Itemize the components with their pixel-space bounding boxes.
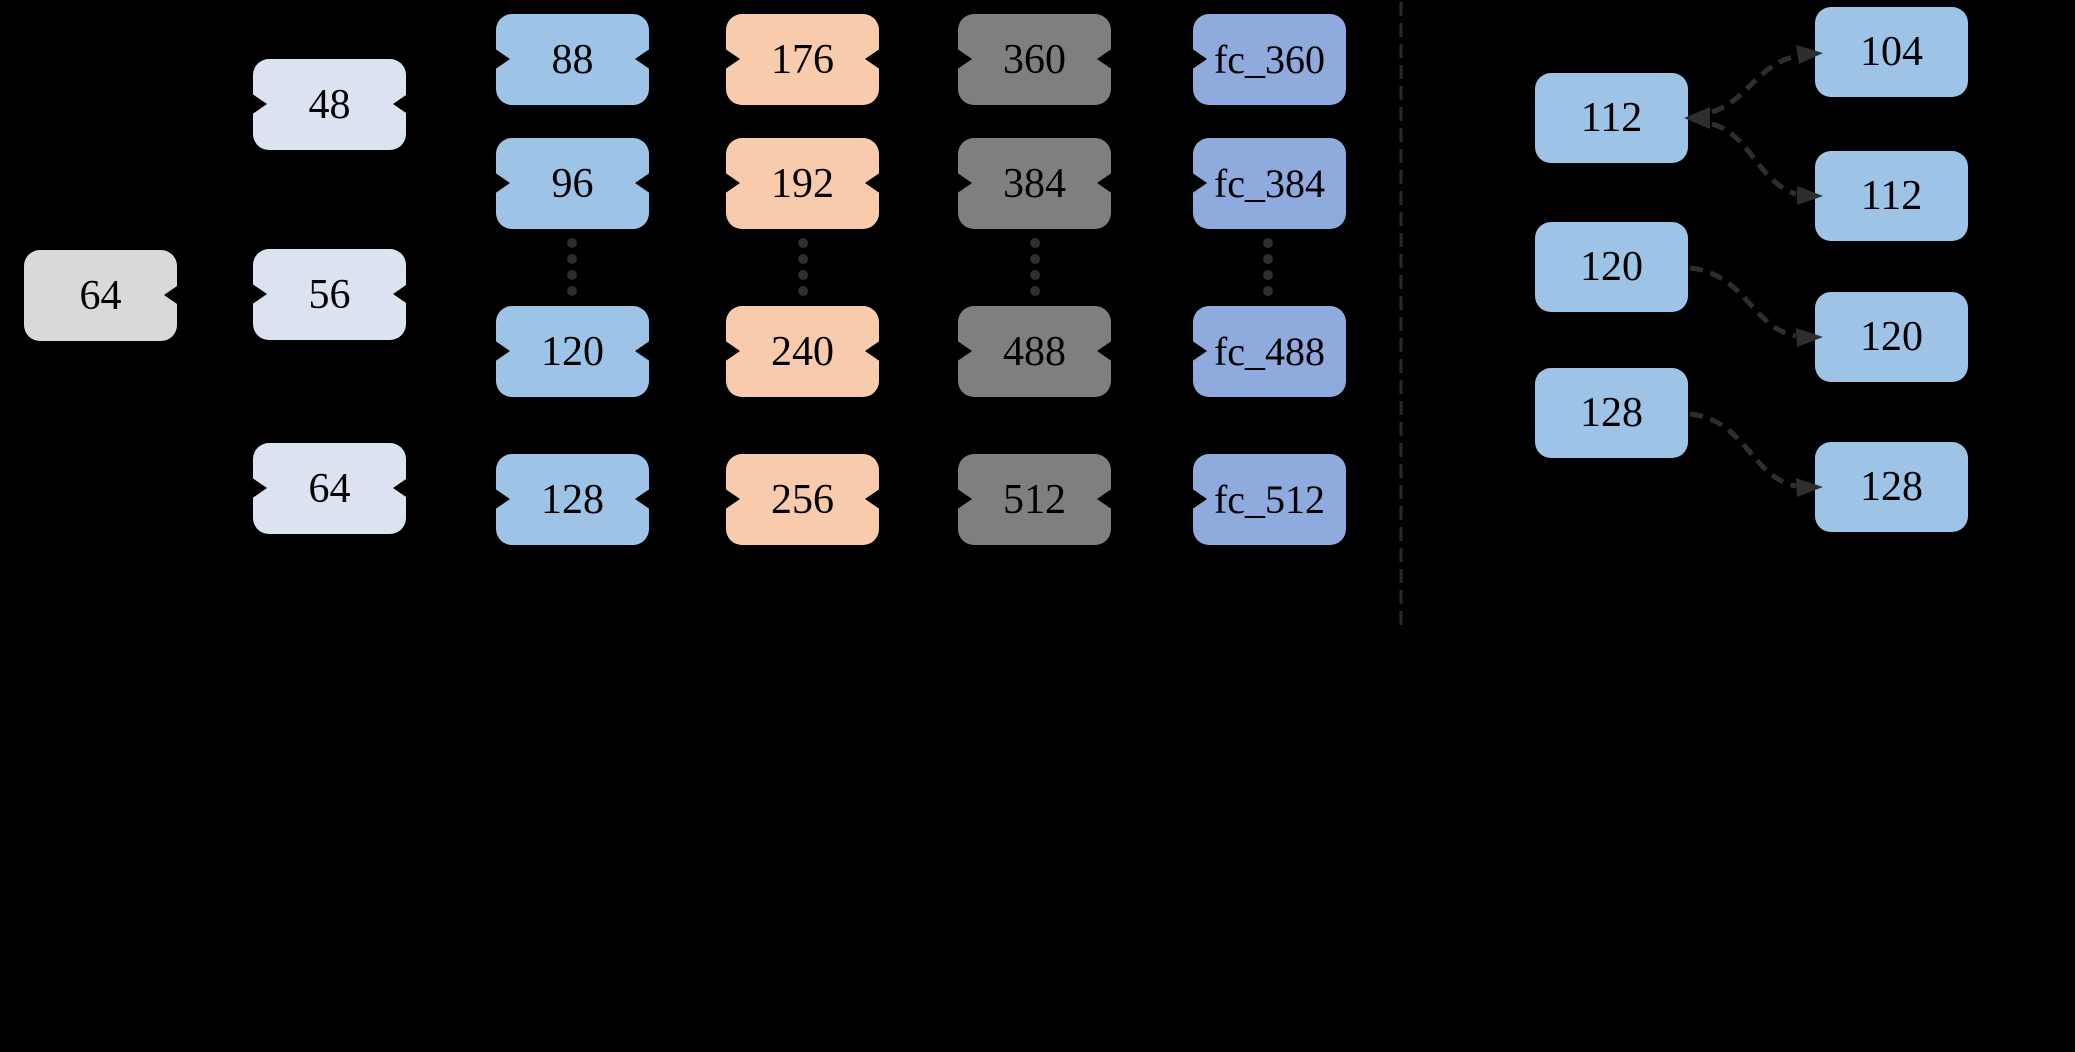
mapping-arrowheads (1684, 45, 1823, 497)
stage-width-choice-box: 120 (496, 306, 649, 397)
mapping-arrow (1711, 121, 1797, 197)
stage-width-choice-box: 96 (496, 138, 649, 229)
mapping-arrow (1711, 53, 1797, 115)
mapping-arrow (1689, 265, 1797, 339)
stem-choice-box: 48 (253, 59, 406, 150)
source-width-box: 128 (1535, 368, 1688, 458)
head-width-choice-box: 488 (958, 306, 1111, 397)
stage-width-choice-box: 88 (496, 14, 649, 105)
ellipsis-dots (567, 238, 1273, 296)
mapping-arrow (1689, 411, 1797, 489)
fc-choice-box: fc_488 (1193, 306, 1346, 397)
input-channel-box: 64 (24, 250, 177, 341)
expanded-width-choice-box: 240 (726, 306, 879, 397)
head-width-choice-box: 384 (958, 138, 1111, 229)
expanded-width-choice-box: 256 (726, 454, 879, 545)
fc-choice-box: fc_360 (1193, 14, 1346, 105)
stem-choice-box: 64 (253, 443, 406, 534)
source-width-box: 112 (1535, 73, 1688, 163)
ellipsis-dots (798, 238, 808, 296)
ellipsis-dots (1263, 238, 1273, 296)
refined-width-box: 112 (1815, 151, 1968, 241)
fc-choice-box: fc_384 (1193, 138, 1346, 229)
expanded-width-choice-box: 192 (726, 138, 879, 229)
head-width-choice-box: 512 (958, 454, 1111, 545)
ellipsis-dots (567, 238, 577, 296)
stem-choice-box: 56 (253, 249, 406, 340)
refined-width-box: 120 (1815, 292, 1968, 382)
head-width-choice-box: 360 (958, 14, 1111, 105)
refined-width-box: 104 (1815, 7, 1968, 97)
source-width-box: 120 (1535, 222, 1688, 312)
ellipsis-dots (1030, 238, 1040, 296)
expanded-width-choice-box: 176 (726, 14, 879, 105)
refined-width-box: 128 (1815, 442, 1968, 532)
stage-width-choice-box: 128 (496, 454, 649, 545)
fc-choice-box: fc_512 (1193, 454, 1346, 545)
mapping-arrows (1689, 53, 1797, 489)
